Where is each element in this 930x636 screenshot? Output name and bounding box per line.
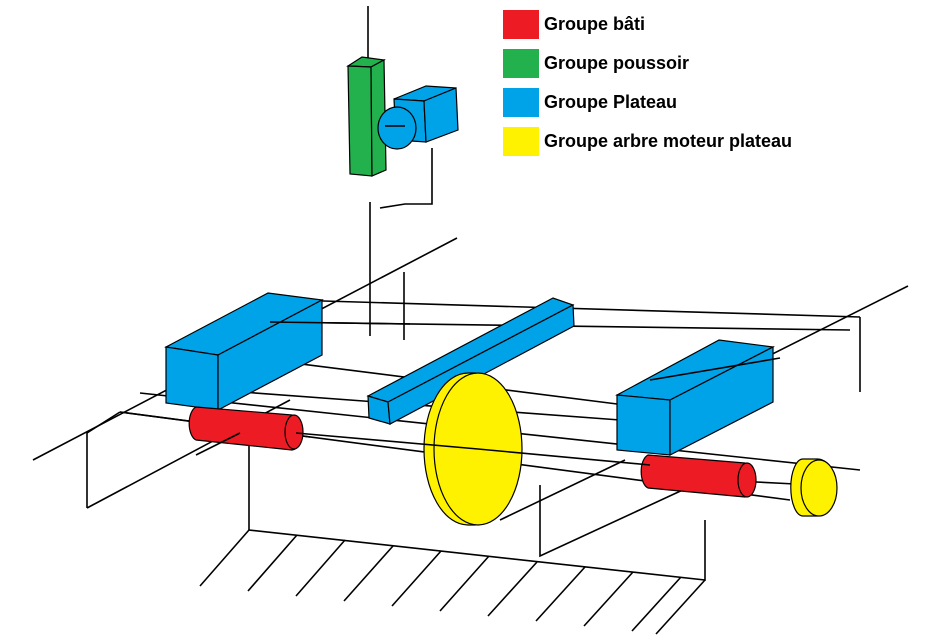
plateau-block-right	[614, 339, 775, 456]
ground-frame	[199, 435, 706, 635]
legend-label: Groupe bâti	[544, 14, 646, 34]
frame-bearing-left	[188, 406, 304, 456]
swatch-poussoir	[503, 49, 539, 78]
legend-item-poussoir: Groupe poussoir	[503, 49, 792, 78]
legend-item-bati: Groupe bâti	[503, 10, 792, 39]
pusher-head	[377, 85, 459, 150]
swatch-bati	[503, 10, 539, 39]
motor-disc	[790, 458, 838, 517]
legend-item-plateau: Groupe Plateau	[503, 88, 792, 117]
motor-shaft-disc	[295, 372, 651, 526]
legend: Groupe bâti Groupe poussoir Groupe Plate…	[503, 10, 792, 166]
legend-label: Groupe Plateau	[544, 92, 678, 112]
legend-label: Groupe poussoir	[544, 53, 690, 73]
swatch-plateau	[503, 88, 539, 117]
frame-bearing-right	[640, 454, 796, 498]
plateau-block-left	[164, 292, 324, 411]
swatch-arbre	[503, 127, 539, 156]
legend-item-arbre: Groupe arbre moteur plateau	[503, 127, 792, 156]
legend-label: Groupe arbre moteur plateau	[544, 131, 793, 151]
plateau-bar	[366, 297, 575, 425]
pusher-body	[346, 56, 387, 177]
